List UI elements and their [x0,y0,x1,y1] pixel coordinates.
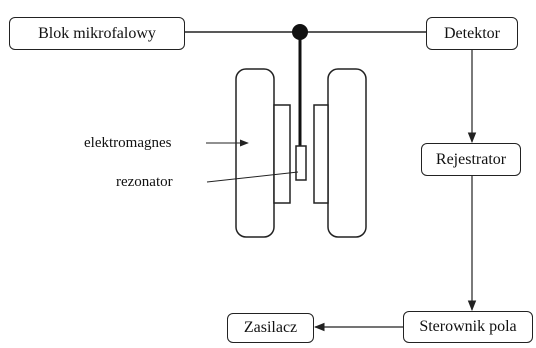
electromagnet-label: elektromagnes [84,135,172,151]
field-controller-label: Sterownik pola [419,318,517,335]
detector-box: Detektor [426,17,518,50]
field-controller-box: Sterownik pola [403,311,533,343]
microwave-block-label: Blok mikrofalowy [38,24,156,42]
resonator-label: rezonator [116,174,173,190]
magnet-pole-right-outer [327,68,367,238]
microwave-block-box: Blok mikrofalowy [9,17,185,50]
detector-label: Detektor [444,24,500,42]
magnet-pole-left-inner [273,104,291,204]
magnet-pole-left-outer [235,68,275,238]
pointer-rezonator [206,171,299,183]
recorder-label: Rejestrator [435,150,507,168]
recorder-box: Rejestrator [421,143,521,176]
junction-dot [292,24,308,40]
power-supply-box: Zasilacz [227,313,314,343]
magnet-pole-right-inner [313,104,329,204]
resonator [295,145,307,181]
power-supply-label: Zasilacz [243,319,298,336]
